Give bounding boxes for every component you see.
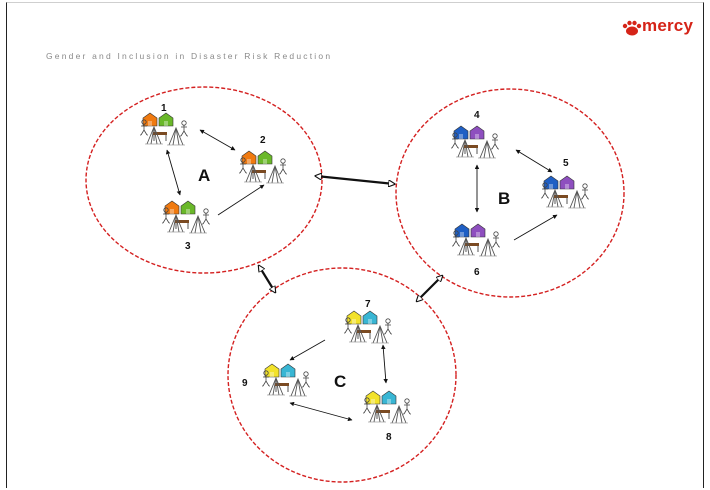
group-circle-c: [227, 267, 457, 483]
village-3: [161, 200, 211, 234]
village-number-6: 6: [474, 267, 480, 278]
village-number-4: 4: [474, 110, 480, 121]
village-number-9: 9: [242, 378, 248, 389]
slide-frame: [6, 2, 704, 488]
group-label-a: A: [198, 166, 210, 185]
village-number-5: 5: [563, 158, 569, 169]
village-9: [261, 363, 311, 397]
village-4: [450, 125, 500, 159]
group-label-b: B: [498, 189, 510, 208]
village-8: [362, 390, 412, 424]
village-number-8: 8: [386, 432, 392, 443]
village-number-7: 7: [365, 299, 371, 310]
logo-text: mercy: [642, 16, 694, 35]
slide-subtitle: Gender and Inclusion in Disaster Risk Re…: [46, 51, 333, 61]
intra-links: [165, 129, 558, 422]
village-number-2: 2: [260, 135, 266, 146]
village-5: [540, 175, 590, 209]
village-number-3: 3: [185, 241, 191, 252]
village-7: [343, 310, 393, 344]
village-2: [238, 150, 288, 184]
village-6: [451, 223, 501, 257]
link-a-c: [259, 266, 275, 292]
village-1: [139, 112, 189, 146]
village-number-1: 1: [161, 103, 167, 114]
mercy-logo: mercy: [618, 16, 700, 40]
group-circle-b: [395, 88, 625, 298]
group-label-c: C: [334, 372, 346, 391]
link-a-b: [316, 176, 394, 184]
paw-icon: [622, 20, 642, 36]
link-c-b: [417, 276, 442, 301]
